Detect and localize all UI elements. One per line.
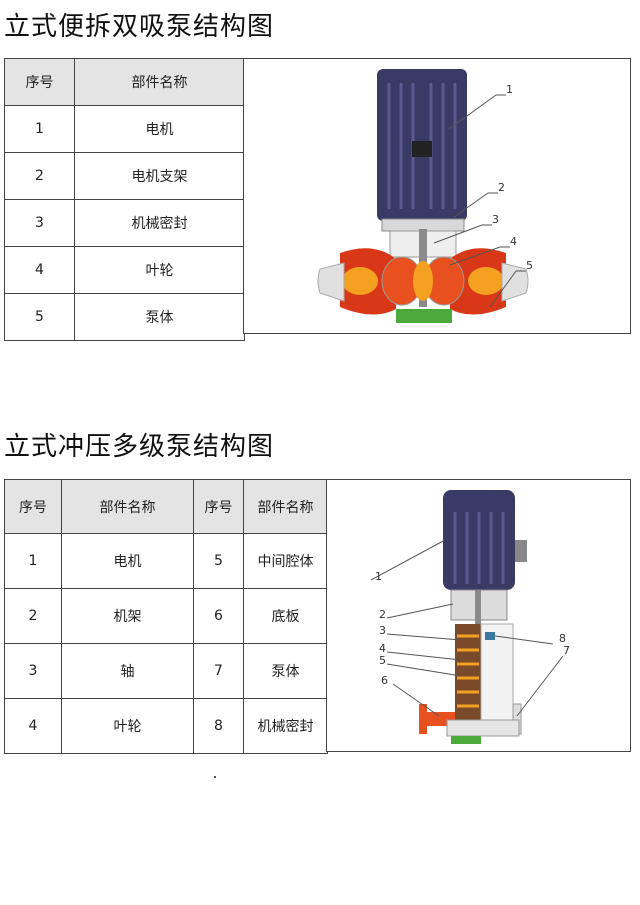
callout-label: 2 — [498, 181, 505, 194]
row-index: 2 — [4, 152, 75, 200]
table-row: 3 轴 7 泵体 — [4, 643, 328, 699]
row-part-name: 机械密封 — [243, 698, 328, 754]
callout-label: 4 — [379, 642, 386, 655]
row-part-name: 叶轮 — [74, 246, 245, 294]
callout-label: 4 — [510, 235, 517, 248]
row-part-name: 底板 — [243, 588, 328, 644]
impeller-eye — [413, 261, 433, 301]
inlet-flange — [419, 704, 427, 734]
row-index: 5 — [4, 293, 75, 341]
row-index: 8 — [193, 698, 244, 754]
header-index: 序号 — [4, 479, 62, 534]
row-part-name: 中间腔体 — [243, 533, 328, 589]
table-header-row: 序号 部件名称 序号 部件名称 — [4, 479, 328, 534]
header-part-name: 部件名称 — [74, 58, 245, 106]
header-part-name: 部件名称 — [243, 479, 328, 534]
row-index: 4 — [4, 246, 75, 294]
callout-label: 7 — [563, 644, 570, 657]
row-index: 3 — [4, 643, 62, 699]
section1-title: 立式便拆双吸泵结构图 — [4, 12, 275, 42]
pump-diagram-svg: 1 2 3 4 5 6 7 8 — [370, 490, 570, 744]
left-flange — [317, 262, 345, 302]
row-part-name: 泵体 — [243, 643, 328, 699]
outlet-flow — [468, 267, 504, 295]
table-row: 1 电机 — [4, 105, 245, 153]
callout-label: 1 — [506, 83, 513, 96]
junction-box — [515, 540, 527, 562]
base-plate — [451, 736, 481, 744]
mechanical-seal — [485, 632, 495, 640]
row-part-name: 叶轮 — [61, 698, 194, 754]
stray-mark — [214, 776, 216, 778]
callout-lines — [433, 94, 526, 308]
parts-table-2: 序号 部件名称 序号 部件名称 1 电机 5 中间腔体 2 机架 6 底板 3 … — [4, 479, 328, 754]
motor-fins — [453, 512, 505, 584]
callout-label: 8 — [559, 632, 566, 645]
pump-body — [446, 719, 520, 737]
table-row: 2 机架 6 底板 — [4, 588, 328, 644]
row-index: 3 — [4, 199, 75, 247]
impeller-stages — [457, 634, 479, 708]
callout-label: 3 — [492, 213, 499, 226]
row-part-name: 电机支架 — [74, 152, 245, 200]
row-part-name: 泵体 — [74, 293, 245, 341]
multistage-pump-diagram: 1 2 3 4 5 6 7 8 — [326, 479, 631, 752]
motor-nameplate — [412, 141, 432, 157]
pump-diagram-svg: 1 2 3 4 5 — [317, 69, 533, 323]
table-row: 3 机械密封 — [4, 199, 245, 247]
row-index: 7 — [193, 643, 244, 699]
table-row: 4 叶轮 8 机械密封 — [4, 698, 328, 754]
callout-lines — [370, 539, 564, 717]
row-index: 6 — [193, 588, 244, 644]
section2-title: 立式冲压多级泵结构图 — [4, 432, 275, 462]
row-part-name: 机架 — [61, 588, 194, 644]
row-index: 5 — [193, 533, 244, 589]
callout-label: 2 — [379, 608, 386, 621]
row-index: 1 — [4, 533, 62, 589]
callout-label: 1 — [375, 570, 382, 583]
inlet-flow — [342, 267, 378, 295]
row-index: 2 — [4, 588, 62, 644]
right-flange — [501, 262, 529, 302]
pump-base — [396, 309, 452, 323]
parts-table-1: 序号 部件名称 1 电机 2 电机支架 3 机械密封 4 叶轮 5 泵体 — [4, 58, 245, 341]
header-index: 序号 — [193, 479, 244, 534]
row-part-name: 电机 — [74, 105, 245, 153]
row-part-name: 电机 — [61, 533, 194, 589]
row-index: 4 — [4, 698, 62, 754]
table-row: 1 电机 5 中间腔体 — [4, 533, 328, 589]
outer-casing — [480, 623, 514, 721]
row-index: 1 — [4, 105, 75, 153]
callout-label: 5 — [379, 654, 386, 667]
callout-label: 6 — [381, 674, 388, 687]
header-index: 序号 — [4, 58, 75, 106]
callout-label: 5 — [526, 259, 533, 272]
table-row: 2 电机支架 — [4, 152, 245, 200]
table-row: 4 叶轮 — [4, 246, 245, 294]
table-header-row: 序号 部件名称 — [4, 58, 245, 106]
row-part-name: 轴 — [61, 643, 194, 699]
callout-label: 3 — [379, 624, 386, 637]
row-part-name: 机械密封 — [74, 199, 245, 247]
header-part-name: 部件名称 — [61, 479, 194, 534]
double-suction-pump-diagram: 1 2 3 4 5 — [243, 58, 631, 334]
table-row: 5 泵体 — [4, 293, 245, 341]
